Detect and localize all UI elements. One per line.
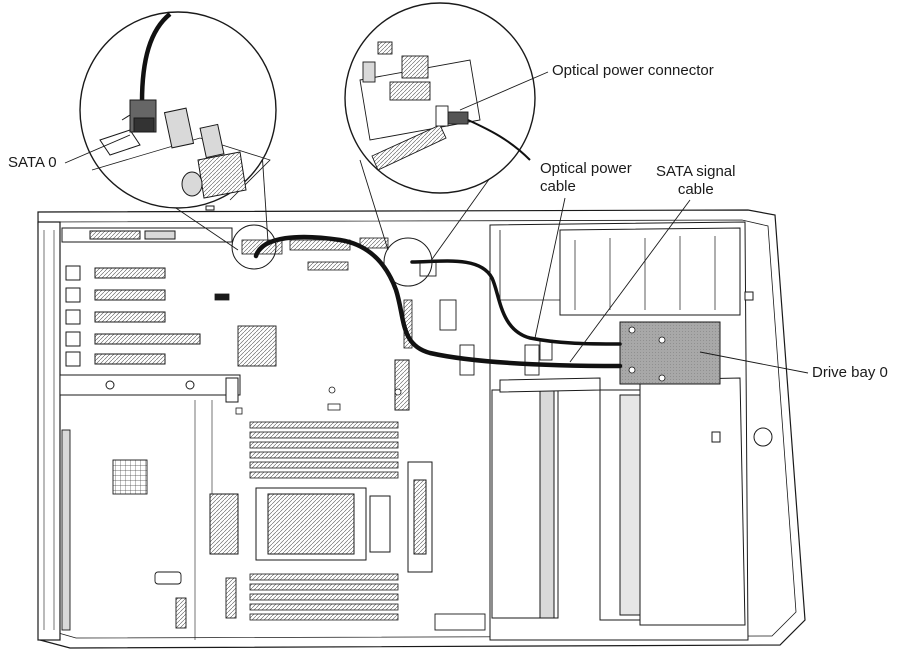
label-sata0: SATA 0 xyxy=(8,154,57,171)
optical-power-cable xyxy=(410,259,622,346)
sata0-zoomed-cable xyxy=(139,12,172,103)
label-sata-signal-cable-line2: cable xyxy=(677,181,714,198)
top-bracket xyxy=(61,227,233,243)
lower-left-board xyxy=(61,400,237,640)
label-sata-signal-cable-line1: SATA signal xyxy=(656,163,736,180)
leader-sata-signal-cable xyxy=(569,199,691,363)
pci-slots xyxy=(65,265,201,367)
label-optical-power-connector: Optical power connector xyxy=(552,62,714,79)
label-drive-bay-0: Drive bay 0 xyxy=(812,364,888,381)
dimm-bank-lower xyxy=(249,573,399,621)
sata0-zoomed-connector xyxy=(121,99,157,133)
sata0-highlight-circle xyxy=(231,224,277,270)
zoom-detail-optical xyxy=(344,2,536,194)
drive-cage xyxy=(489,221,773,641)
rear-panel-detail xyxy=(43,230,55,630)
pci-slot-2 xyxy=(94,289,166,301)
drive-bay-0-screws xyxy=(628,326,666,382)
label-sata-signal-cable: SATA signal cable xyxy=(656,163,735,199)
small-heatsink xyxy=(237,325,277,367)
label-optical-power-cable: Optical power cable xyxy=(540,160,632,196)
label-leaders xyxy=(64,71,809,374)
leader-optical-power-cable xyxy=(534,197,566,339)
rear-panel xyxy=(37,221,61,641)
leader-optical-power-connector xyxy=(459,71,549,111)
leader-drive-bay-0 xyxy=(699,351,809,374)
dimm-bank-upper xyxy=(249,421,399,479)
cpu-heatsink xyxy=(209,487,391,561)
pci-slot-1 xyxy=(94,267,166,279)
label-optical-power-cable-line1: Optical power xyxy=(540,160,632,177)
cables xyxy=(253,234,623,369)
sata-signal-cable xyxy=(253,234,623,369)
pci-slot-5 xyxy=(94,353,166,365)
chip-grid xyxy=(112,459,148,495)
board-connector-right xyxy=(394,359,433,573)
leader-sata0 xyxy=(64,134,131,164)
label-optical-power-cable-line2: cable xyxy=(540,178,576,195)
cable-guides xyxy=(419,261,553,631)
pci-slot-4 xyxy=(94,333,201,345)
optical-zoomed-cable xyxy=(467,119,531,161)
optical-connector-highlight-circle xyxy=(383,237,433,287)
support-bar xyxy=(59,374,241,403)
zoom-detail-sata0 xyxy=(79,11,277,211)
pci-slot-3 xyxy=(94,311,166,323)
